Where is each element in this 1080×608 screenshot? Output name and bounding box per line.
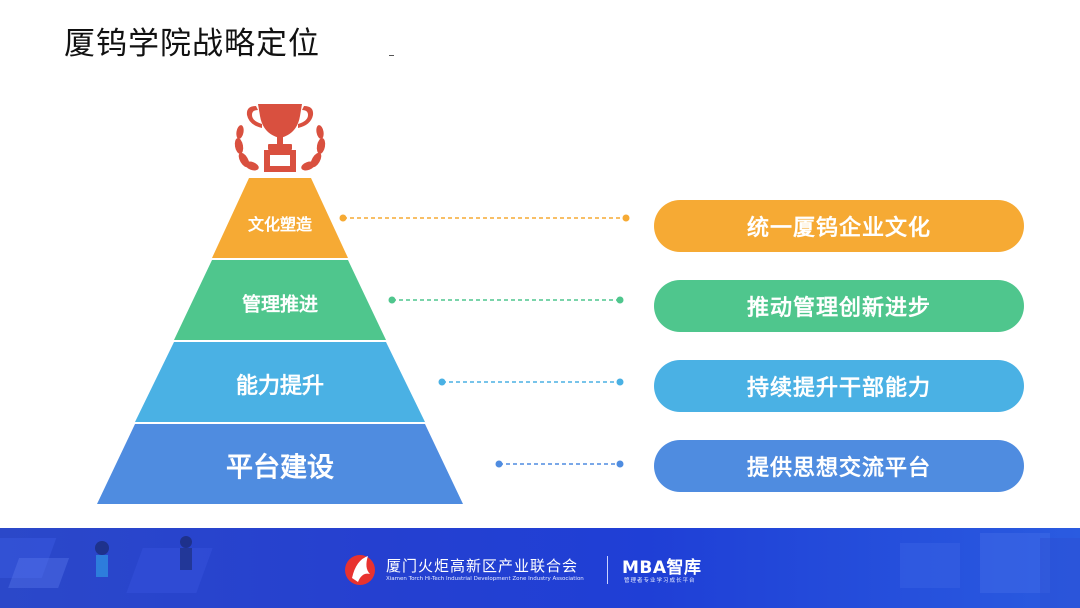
- goal-pill-management: 推动管理创新进步: [654, 280, 1024, 332]
- pyramid-tier-platform: [97, 424, 463, 504]
- connector-culture: [339, 214, 630, 222]
- laurel-icon: [234, 125, 326, 171]
- footer-decoration: [0, 533, 1080, 608]
- torch-logo-icon: [345, 555, 375, 585]
- tier-label-culture: 文化塑造: [247, 215, 313, 234]
- goal-pill-culture: 统一厦钨企业文化: [654, 200, 1024, 252]
- footer-org-name: 厦门火炬高新区产业联合会: [386, 557, 579, 575]
- footer-org-name-en: Xiamen Torch Hi-Tech Industrial Developm…: [386, 576, 584, 582]
- tier-label-management: 管理推进: [241, 293, 319, 316]
- footer-separator: [607, 556, 608, 584]
- tier-label-platform: 平台建设: [226, 452, 334, 484]
- footer-banner: [0, 528, 1080, 608]
- strategy-diagram: [97, 104, 630, 504]
- connector-platform: [495, 460, 624, 468]
- footer-brand-subtitle: 管理者专业学习成长平台: [624, 578, 696, 584]
- goal-pill-platform: 提供思想交流平台: [654, 440, 1024, 492]
- pyramid-tier-culture: [212, 178, 348, 258]
- pyramid-tier-management: [174, 260, 386, 340]
- trophy-icon: [246, 104, 314, 172]
- tier-label-capability: 能力提升: [235, 374, 325, 399]
- pyramid-tier-capability: [135, 342, 425, 422]
- footer-brand: MBA智库: [622, 558, 702, 578]
- connector-management: [388, 296, 624, 304]
- decorative-dash: [389, 55, 394, 56]
- goal-pill-capability: 持续提升干部能力: [654, 360, 1024, 412]
- page-title: 厦钨学院战略定位: [64, 26, 320, 62]
- connector-capability: [438, 378, 624, 386]
